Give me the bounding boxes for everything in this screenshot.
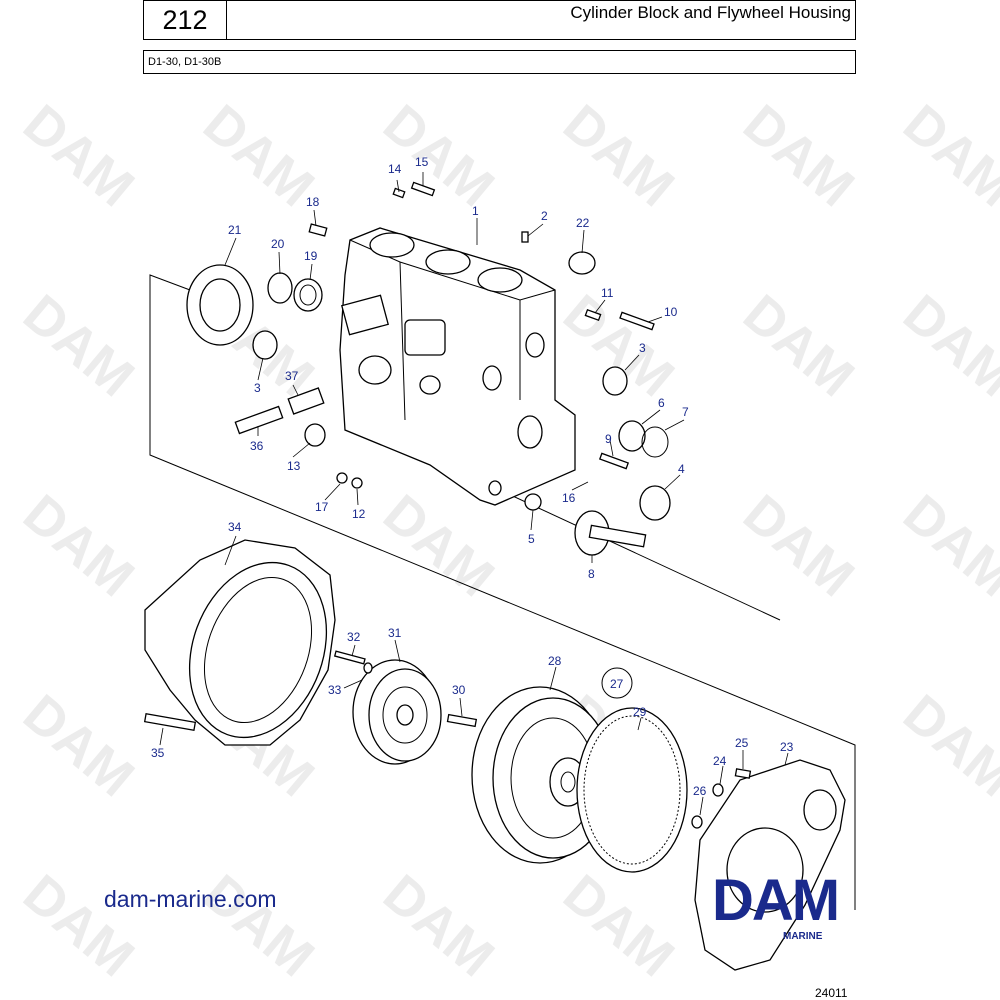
part-label: 20 — [271, 237, 285, 251]
part-label: 28 — [548, 654, 562, 668]
flywheel-housing — [143, 539, 336, 746]
header-box: 212 Cylinder Block and Flywheel Housing — [143, 0, 856, 40]
part-labels: 1 2 22 14 15 18 21 20 19 11 10 3 6 7 9 4… — [151, 155, 794, 798]
part-label: 21 — [228, 223, 242, 237]
part-label: 16 — [562, 491, 576, 505]
cylinder-block — [339, 227, 576, 506]
part-label: 22 — [576, 216, 590, 230]
part-label: 26 — [693, 784, 707, 798]
watermark-text: DAM — [732, 93, 865, 218]
part-label: 31 — [388, 626, 402, 640]
part-label: 4 — [678, 462, 685, 476]
part-label: 30 — [452, 683, 466, 697]
watermark-text: DAM — [12, 683, 145, 808]
part-label: 29 — [633, 705, 647, 719]
part-label: 15 — [415, 155, 429, 169]
watermark-text: DAM — [12, 483, 145, 608]
part-label: 34 — [228, 520, 242, 534]
block-small-parts — [186, 181, 671, 556]
watermark-text: DAM — [892, 93, 1000, 218]
watermark-text: DAM — [892, 483, 1000, 608]
part-label: 14 — [388, 162, 402, 176]
watermark-text: DAM — [552, 93, 685, 218]
part-label: 1 — [472, 204, 479, 218]
watermark-text: DAM — [372, 93, 505, 218]
dam-marine-logo: DAM MARINE — [712, 868, 840, 942]
part-label: 32 — [347, 630, 361, 644]
part-label: 33 — [328, 683, 342, 697]
damper-plate — [333, 650, 478, 765]
page-number: 212 — [144, 1, 227, 39]
part-label: 37 — [285, 369, 299, 383]
part-label: 25 — [735, 736, 749, 750]
part-label: 3 — [639, 341, 646, 355]
part-label: 9 — [605, 432, 612, 446]
adapter-plate — [691, 759, 846, 971]
part-label: 5 — [528, 532, 535, 546]
part-label: 36 — [250, 439, 264, 453]
watermark-text: DAM — [892, 283, 1000, 408]
part-label: 3 — [254, 381, 261, 395]
watermark-text: DAM — [192, 863, 325, 988]
watermark-text: DAM — [732, 283, 865, 408]
website-link[interactable]: dam-marine.com — [104, 886, 277, 912]
part-label: 12 — [352, 507, 366, 521]
watermark-layer: DAM DAM DAM DAM DAM DAM DAM DAM DAM DAM … — [12, 93, 1000, 988]
part-label: 27 — [610, 677, 624, 691]
part-label: 7 — [682, 405, 689, 419]
drawing-reference: 24011 — [815, 986, 848, 1000]
watermark-text: DAM — [12, 93, 145, 218]
page-title: Cylinder Block and Flywheel Housing — [570, 3, 851, 22]
watermark-text: DAM — [552, 863, 685, 988]
part-label: 6 — [658, 396, 665, 410]
watermark-text: DAM — [732, 483, 865, 608]
part-label: 2 — [541, 209, 548, 223]
part-label: 19 — [304, 249, 318, 263]
part-label: 24 — [713, 754, 727, 768]
flywheel — [471, 686, 688, 873]
part-label: 13 — [287, 459, 301, 473]
watermark-text: DAM — [12, 283, 145, 408]
watermark-text: DAM — [892, 683, 1000, 808]
logo-text: DAM — [712, 868, 838, 933]
part-label: 18 — [306, 195, 320, 209]
watermark-text: DAM — [12, 863, 145, 988]
watermark-text: DAM — [372, 863, 505, 988]
model-designation: D1-30, D1-30B — [143, 50, 856, 74]
part-label: 11 — [601, 286, 614, 300]
logo-subtext: MARINE — [783, 931, 823, 942]
part-label: 23 — [780, 740, 794, 754]
part-label: 8 — [588, 567, 595, 581]
part-label: 35 — [151, 746, 165, 760]
part-label: 10 — [664, 305, 678, 319]
part-label: 17 — [315, 500, 329, 514]
leader-lines — [159, 172, 789, 816]
